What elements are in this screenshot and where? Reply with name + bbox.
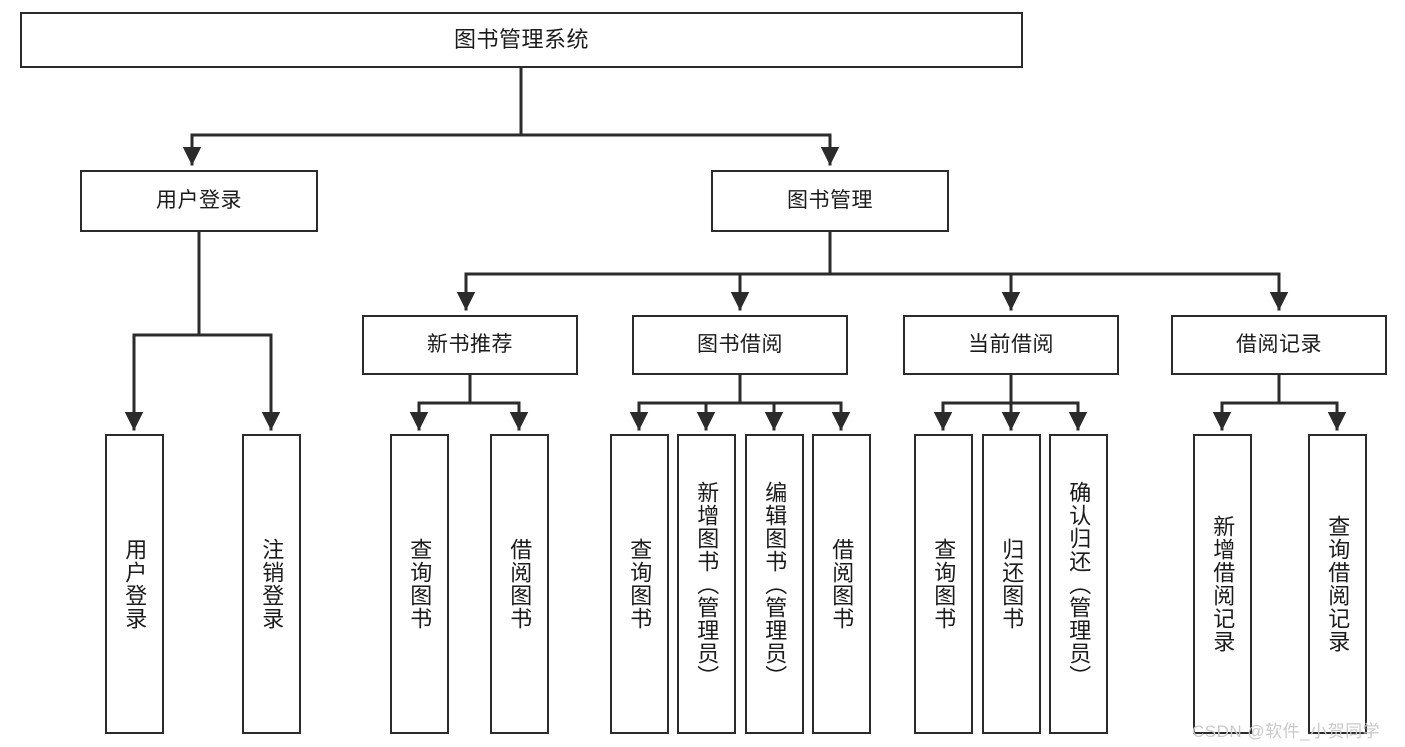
- leaf-add-borrow-record[interactable]: 新增借阅记录: [1193, 434, 1252, 734]
- node-label: 图书管理系统: [453, 27, 589, 53]
- leaf-return-book[interactable]: 归还图书: [982, 434, 1041, 734]
- node-label: 图书管理: [787, 188, 873, 212]
- node-label: 查询借阅记录: [1325, 515, 1351, 653]
- node-label: 查询图书: [627, 538, 653, 630]
- node-user-login[interactable]: 用户登录: [80, 170, 318, 232]
- node-root-system[interactable]: 图书管理系统: [20, 12, 1023, 68]
- node-label: 归还图书: [999, 538, 1025, 630]
- leaf-edit-book-admin[interactable]: 编辑图书（管理员）: [745, 434, 804, 734]
- leaf-user-logout[interactable]: 注销登录: [242, 434, 301, 734]
- node-label: 查询图书: [931, 538, 957, 630]
- leaf-query-book-current[interactable]: 查询图书: [914, 434, 973, 734]
- node-new-book-recommend[interactable]: 新书推荐: [362, 315, 578, 375]
- node-label: 新书推荐: [427, 332, 513, 356]
- node-label: 图书借阅: [697, 332, 783, 356]
- leaf-borrow-book-borrow[interactable]: 借阅图书: [812, 434, 871, 734]
- leaf-query-borrow-record[interactable]: 查询借阅记录: [1308, 434, 1367, 734]
- node-label: 确认归还（管理员）: [1066, 480, 1092, 688]
- leaf-query-book-borrow[interactable]: 查询图书: [610, 434, 669, 734]
- node-book-management[interactable]: 图书管理: [711, 170, 949, 232]
- node-current-borrow[interactable]: 当前借阅: [903, 315, 1119, 375]
- node-label: 借阅记录: [1236, 332, 1322, 356]
- node-label: 当前借阅: [968, 332, 1054, 356]
- node-label: 编辑图书（管理员）: [762, 480, 788, 688]
- leaf-query-book-newbook[interactable]: 查询图书: [390, 434, 449, 734]
- node-book-borrow[interactable]: 图书借阅: [632, 315, 848, 375]
- node-label: 注销登录: [259, 538, 285, 630]
- node-label: 用户登录: [156, 188, 242, 212]
- leaf-user-login[interactable]: 用户登录: [105, 434, 164, 734]
- node-label: 借阅图书: [829, 538, 855, 630]
- node-label: 查询图书: [407, 538, 433, 630]
- leaf-borrow-book-newbook[interactable]: 借阅图书: [490, 434, 549, 734]
- node-label: 新增图书（管理员）: [694, 480, 720, 688]
- node-label: 借阅图书: [507, 538, 533, 630]
- node-label: 用户登录: [122, 538, 148, 630]
- node-label: 新增借阅记录: [1210, 515, 1236, 653]
- node-borrow-record[interactable]: 借阅记录: [1171, 315, 1387, 375]
- leaf-add-book-admin[interactable]: 新增图书（管理员）: [677, 434, 736, 734]
- leaf-confirm-return-admin[interactable]: 确认归还（管理员）: [1049, 434, 1108, 734]
- watermark-text: CSDN @软件_小贺同学: [1192, 722, 1381, 741]
